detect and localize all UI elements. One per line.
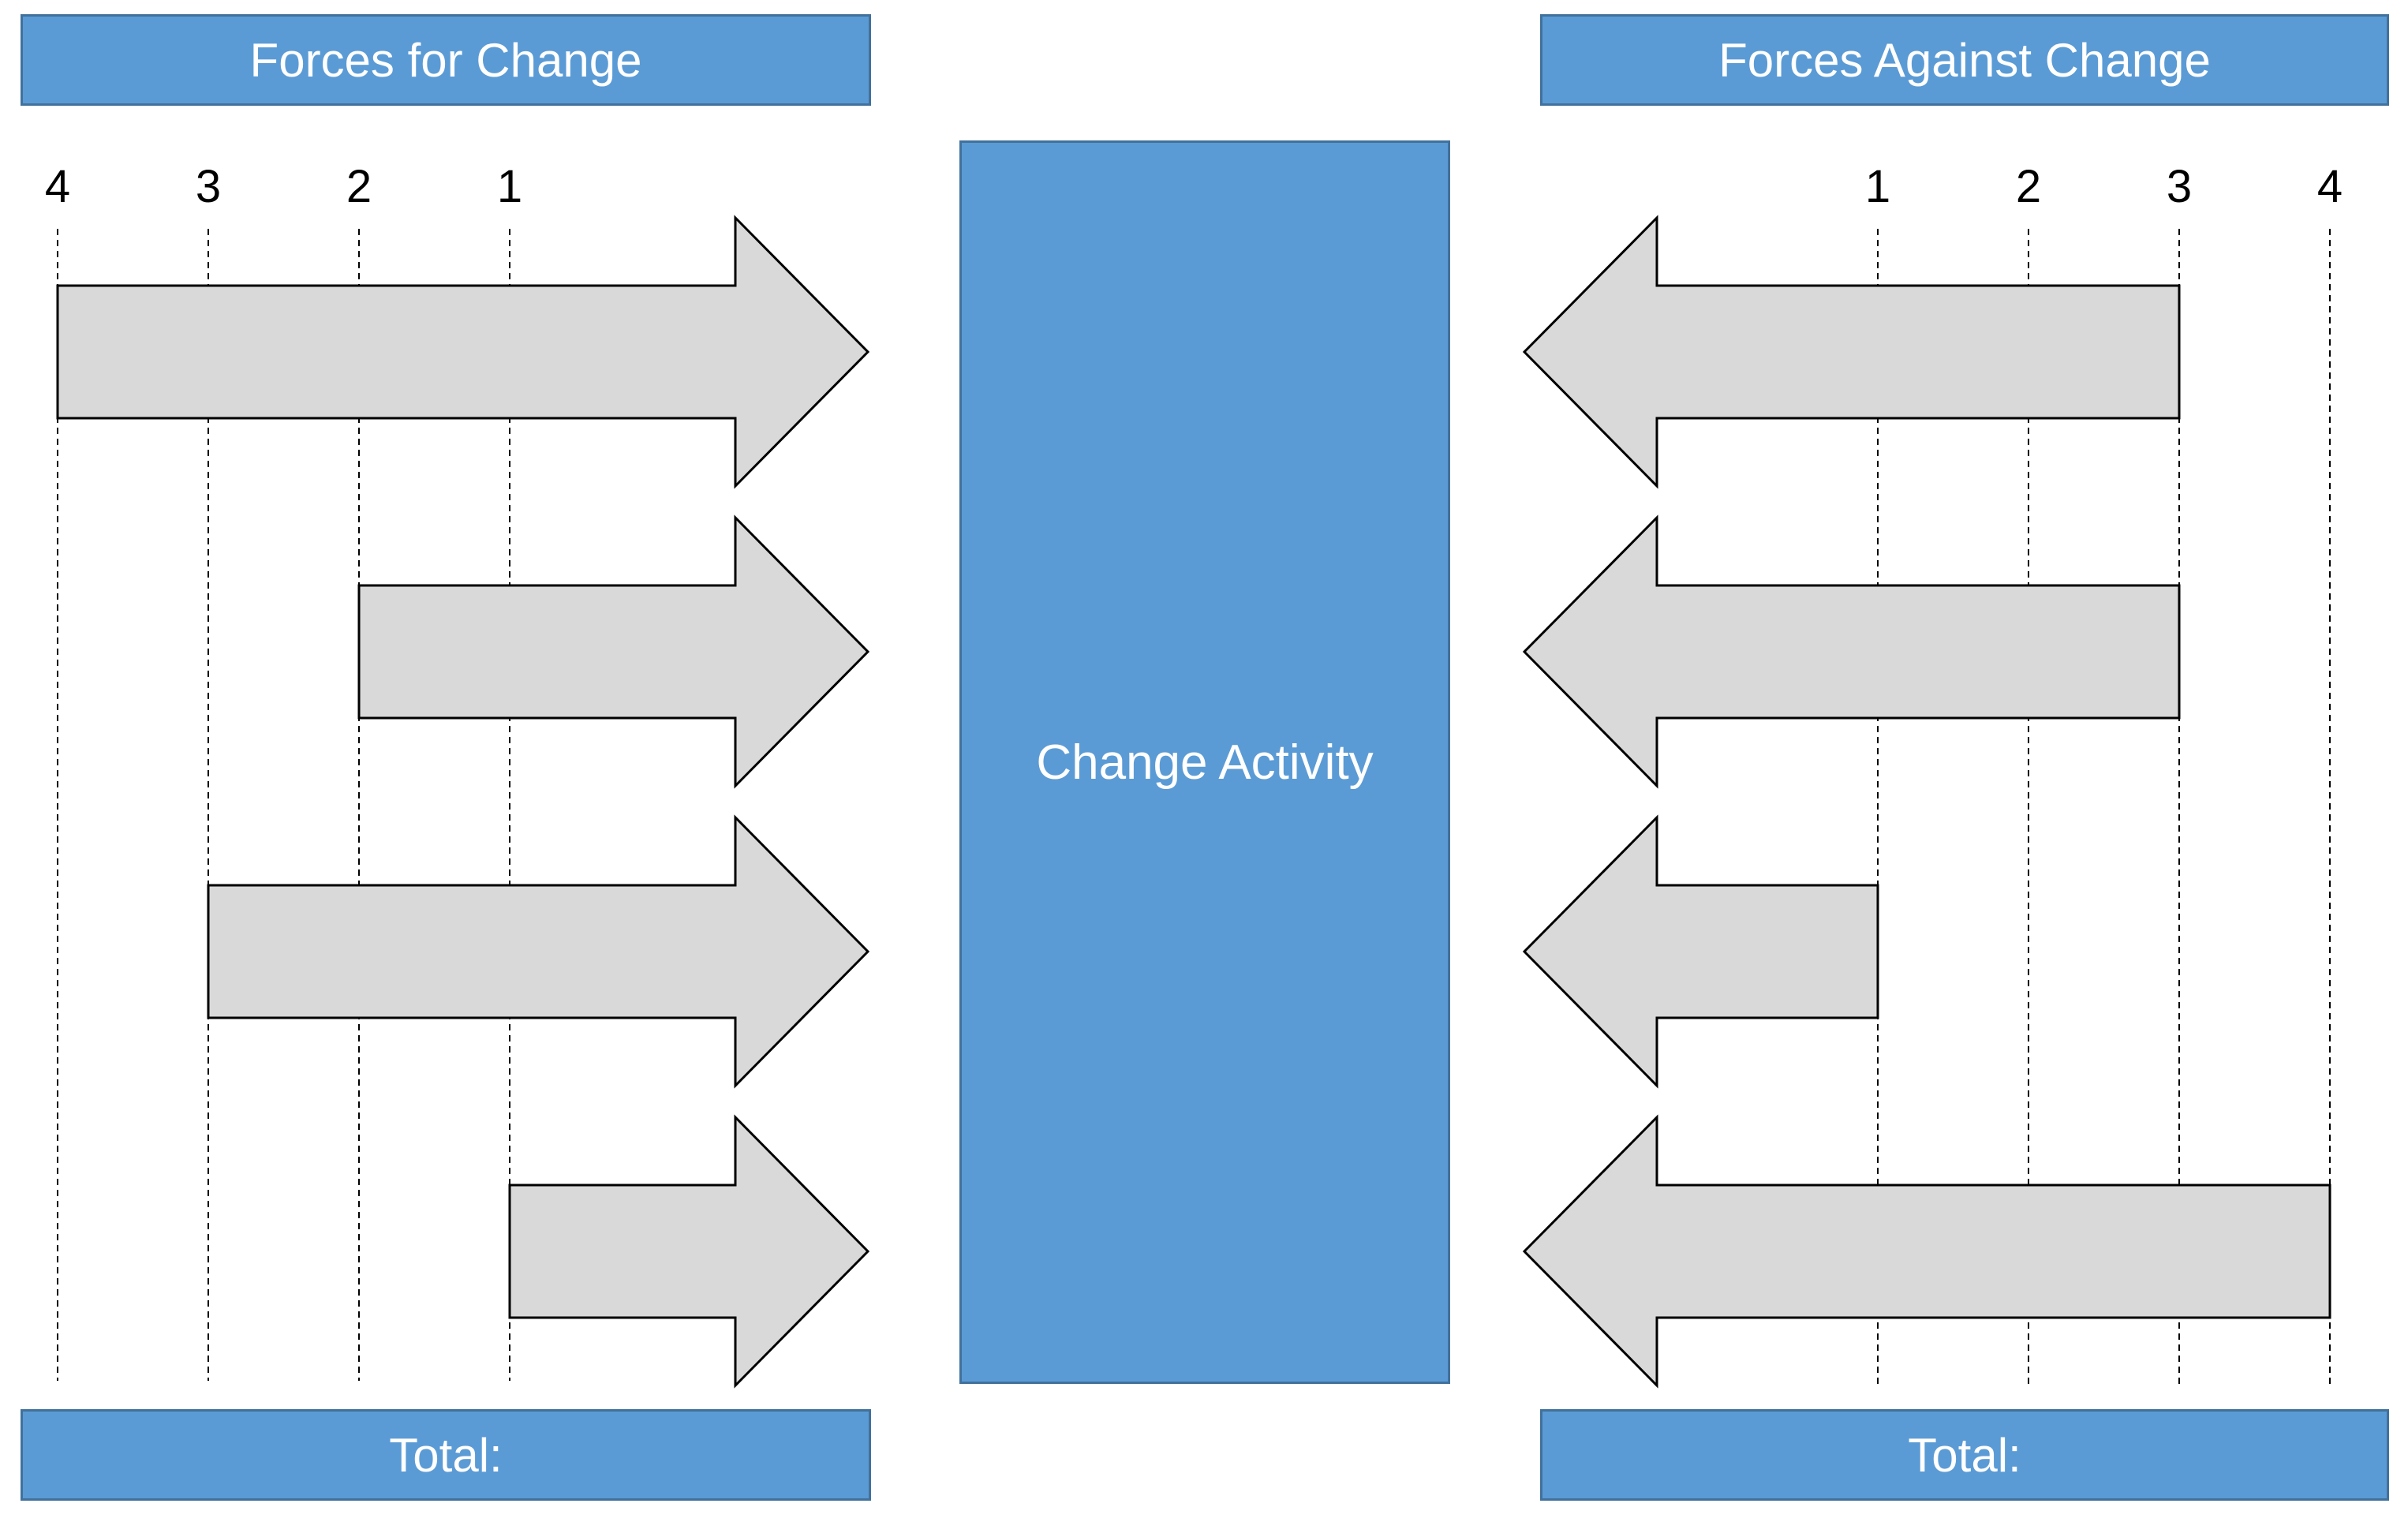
force-for-arrow-2 (357, 514, 870, 789)
total-against-box: Total: (1540, 1409, 2389, 1501)
change-activity-box: Change Activity (959, 140, 1450, 1384)
scale-right-label-3: 3 (2167, 161, 2192, 212)
forces-for-change-title: Forces for Change (249, 33, 642, 87)
forces-for-change-header: Forces for Change (21, 14, 871, 106)
change-activity-label: Change Activity (1036, 735, 1374, 790)
force-against-arrow-2 (1522, 514, 2181, 789)
force-for-arrow-1 (56, 215, 870, 489)
scale-left-label-4: 4 (45, 161, 70, 212)
scale-right-label-1: 1 (1865, 161, 1890, 212)
total-for-box: Total: (21, 1409, 871, 1501)
force-for-arrow-3 (207, 814, 870, 1089)
scale-right-label-4: 4 (2317, 161, 2343, 212)
scale-right-label-2: 2 (2016, 161, 2041, 212)
force-against-arrow-3 (1522, 814, 1879, 1089)
scale-left-label-2: 2 (346, 161, 372, 212)
total-against-label: Total: (1908, 1428, 2021, 1482)
scale-left-label-1: 1 (497, 161, 522, 212)
total-for-label: Total: (389, 1428, 503, 1482)
forces-against-change-title: Forces Against Change (1718, 33, 2211, 87)
scale-left-label-3: 3 (196, 161, 221, 212)
forces-against-change-header: Forces Against Change (1540, 14, 2389, 106)
force-against-arrow-4 (1522, 1114, 2331, 1389)
force-for-arrow-4 (508, 1114, 870, 1389)
force-against-arrow-1 (1522, 215, 2181, 489)
